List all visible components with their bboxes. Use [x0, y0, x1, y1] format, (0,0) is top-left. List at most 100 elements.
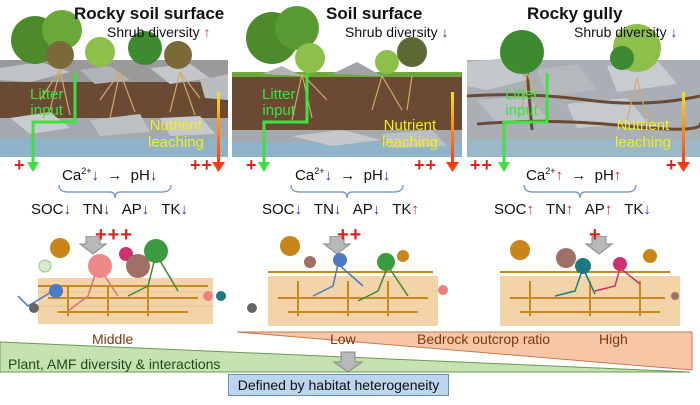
- increase-arrow-icon: ↑: [613, 167, 622, 184]
- soil-nutrient-row: SOC↑ TN↑ AP↑ TK↓: [494, 201, 659, 218]
- leaching-arrow-icon: [682, 92, 685, 164]
- litter-arrow-icon: [502, 73, 549, 165]
- ca-label: Ca: [295, 167, 315, 184]
- leads-to-arrow-icon: →: [107, 167, 123, 184]
- nutrient-leaching-label: Nutrient leaching: [615, 117, 671, 151]
- litter-input-label: Litter input: [262, 87, 295, 119]
- leaching-strength: ++: [414, 155, 438, 175]
- ph-label: pH: [363, 167, 383, 184]
- high-label: High: [599, 331, 628, 347]
- nutrient-tk: TK↓: [624, 201, 651, 218]
- panel-title: Rocky soil surface: [74, 4, 225, 23]
- nutrient-name: TK: [161, 201, 181, 218]
- increase-arrow-icon: ↑: [526, 201, 535, 218]
- nutrient-tn: TN↑: [546, 201, 574, 218]
- nutrient-line1: Nutrient: [383, 117, 437, 134]
- increase-arrow-icon: ↑: [565, 201, 574, 218]
- flow-arrows: [27, 73, 690, 172]
- shrub-diversity-label: Shrub diversity ↓: [345, 24, 448, 40]
- leaching-arrowhead-icon: [212, 162, 225, 172]
- ca-charge: 2+: [314, 166, 325, 176]
- nutrient-name: TN: [545, 201, 566, 218]
- amf-effect-strength: ++: [337, 224, 363, 246]
- middle-label: Middle: [92, 331, 134, 347]
- nutrient-name: TN: [313, 201, 334, 218]
- bedrock-outcrop-ratio-label: Bedrock outcrop ratio: [417, 331, 551, 347]
- nutrient-name: SOC: [262, 201, 295, 218]
- decrease-arrow-icon: ↓: [63, 201, 72, 218]
- decrease-arrow-icon: ↓: [180, 201, 188, 218]
- panel-rocky-soil-surface: Rocky soil surface Shrub diversity ↑ Lit…: [0, 0, 228, 157]
- litter-strength: +: [14, 155, 26, 175]
- ca-ph-relation: Ca2+↓ → pH↓: [62, 166, 157, 184]
- ca-charge: 2+: [545, 166, 556, 176]
- amf-root-illustration: [17, 236, 226, 324]
- nutrient-name: SOC: [31, 201, 64, 218]
- leaching-strength: +: [666, 155, 678, 175]
- nutrient-tk: TK↑: [392, 201, 419, 218]
- decrease-arrow-icon: ↓: [643, 201, 651, 218]
- ca-label: Ca: [62, 167, 82, 184]
- litter-line2: input: [505, 102, 538, 119]
- grey-down-arrow-icon: [584, 236, 614, 255]
- nutrient-tn: TN↓: [314, 201, 342, 218]
- decrease-arrow-icon: ↓: [149, 167, 158, 184]
- nutrient-name: AP: [121, 201, 142, 218]
- litter-strength: +: [246, 155, 258, 175]
- nutrient-line1: Nutrient: [616, 117, 670, 134]
- shrub-diversity-text: Shrub diversity: [345, 24, 438, 40]
- increase-arrow-icon: ↑: [604, 201, 613, 218]
- amf-root-illustration: [247, 236, 448, 326]
- shrub-diversity-label: Shrub diversity ↑: [107, 24, 210, 40]
- nutrient-soc: SOC↓: [31, 201, 71, 218]
- litter-arrowhead-icon: [258, 162, 270, 172]
- panel-title: Rocky gully: [527, 4, 623, 23]
- grey-down-arrow-icon: [322, 236, 352, 255]
- nutrient-name: TK: [624, 201, 644, 218]
- nutrient-name: SOC: [494, 201, 527, 218]
- leaching-strength: ++: [190, 155, 214, 175]
- panel-rocky-gully: Rocky gully Shrub diversity ↓ Litter inp…: [467, 0, 700, 157]
- ph-label: pH: [130, 167, 150, 184]
- litter-line1: Litter: [505, 86, 539, 103]
- gradient-wedges: [0, 331, 693, 373]
- increase-arrow-icon: ↑: [411, 201, 419, 218]
- litter-arrowhead-icon: [27, 162, 39, 172]
- leaching-arrow-icon: [217, 92, 220, 164]
- leads-to-arrow-icon: →: [340, 167, 356, 184]
- increase-arrow-icon: ↑: [203, 24, 211, 40]
- soil-nutrient-row: SOC↓ TN↓ AP↓ TK↑: [262, 201, 427, 218]
- grey-down-arrow-icon: [332, 351, 364, 373]
- amf-effect-strength: +: [589, 224, 602, 246]
- nutrient-tn: TN↓: [83, 201, 111, 218]
- nutrient-tk: TK↓: [161, 201, 188, 218]
- leaching-arrowhead-icon: [446, 162, 459, 172]
- soil-nutrient-row: SOC↓ TN↓ AP↓ TK↓: [31, 201, 196, 218]
- litter-arrow-icon: [262, 73, 309, 165]
- ca-label: Ca: [526, 167, 546, 184]
- decrease-arrow-icon: ↓: [294, 201, 303, 218]
- nutrient-leaching-label: Nutrient leaching: [382, 117, 438, 151]
- litter-arrow-icon: [31, 73, 77, 165]
- decrease-arrow-icon: ↓: [441, 24, 449, 40]
- ca-ph-relation: Ca2+↓ → pH↓: [295, 166, 390, 184]
- nutrient-soc: SOC↓: [262, 201, 302, 218]
- grey-down-arrow-icon: [78, 236, 108, 255]
- decrease-arrow-icon: ↓: [324, 167, 332, 184]
- ca-charge: 2+: [81, 166, 92, 176]
- bedrock-ratio-wedge: [236, 331, 693, 371]
- litter-input-label: Litter input: [505, 87, 538, 119]
- nutrient-line2: leaching: [148, 134, 204, 151]
- rocky-soil-illustration: [0, 10, 228, 157]
- litter-line2: input: [30, 102, 63, 119]
- nutrient-soc: SOC↑: [494, 201, 534, 218]
- nutrient-ap: AP↓: [122, 201, 150, 218]
- increase-arrow-icon: ↑: [555, 167, 563, 184]
- curly-brace-icon: [290, 184, 404, 199]
- habitat-heterogeneity-box: Defined by habitat heterogeneity: [228, 374, 449, 396]
- nutrient-name: TN: [82, 201, 103, 218]
- litter-line1: Litter: [30, 86, 64, 103]
- shrub-diversity-text: Shrub diversity: [574, 24, 667, 40]
- ca-ph-relation: Ca2+↑ → pH↑: [526, 166, 621, 184]
- litter-line1: Litter: [262, 86, 296, 103]
